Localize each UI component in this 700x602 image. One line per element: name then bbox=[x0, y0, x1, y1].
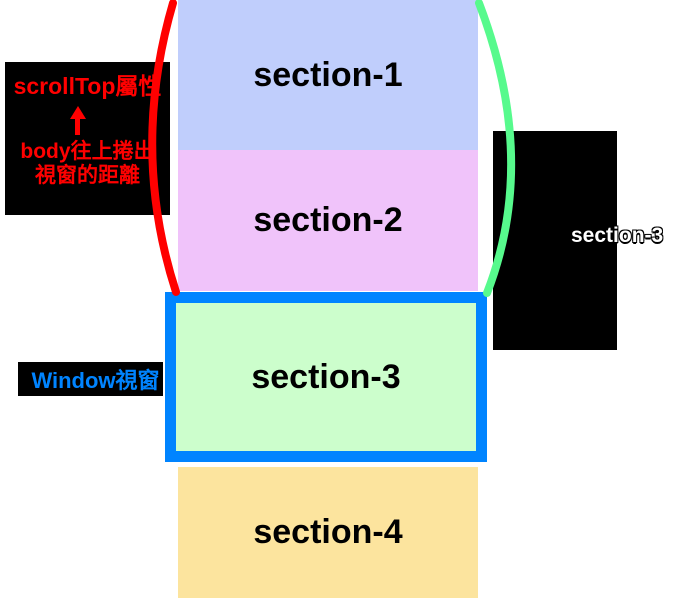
scrolltop-annotation-box: scrollTop屬性 body往上捲出 視窗的距離 bbox=[5, 62, 170, 215]
section-2-block: section-2 bbox=[178, 150, 478, 291]
section-1-block: section-1 bbox=[178, 0, 478, 150]
scrolltop-desc-line1: body往上捲出 bbox=[20, 140, 155, 164]
right-annotation-label: section-3 bbox=[571, 224, 664, 247]
section-4-label: section-4 bbox=[253, 513, 403, 551]
section-3-label: section-3 bbox=[251, 357, 401, 396]
section-2-label: section-2 bbox=[253, 201, 403, 239]
window-viewport-frame: section-3 bbox=[165, 292, 487, 462]
window-label-box: Window視窗 bbox=[18, 362, 163, 396]
up-arrow-icon bbox=[69, 106, 86, 136]
section-1-label: section-1 bbox=[253, 55, 403, 94]
up-arrow-head bbox=[69, 106, 86, 120]
scrolltop-desc-line2: 視窗的距離 bbox=[35, 164, 140, 188]
section-4-block: section-4 bbox=[178, 467, 478, 598]
up-arrow-stem bbox=[75, 119, 80, 136]
right-annotation-box: section-3 bbox=[493, 131, 663, 350]
window-label: Window視窗 bbox=[31, 368, 160, 393]
scrolltop-attr-label: scrollTop屬性 bbox=[13, 73, 162, 99]
